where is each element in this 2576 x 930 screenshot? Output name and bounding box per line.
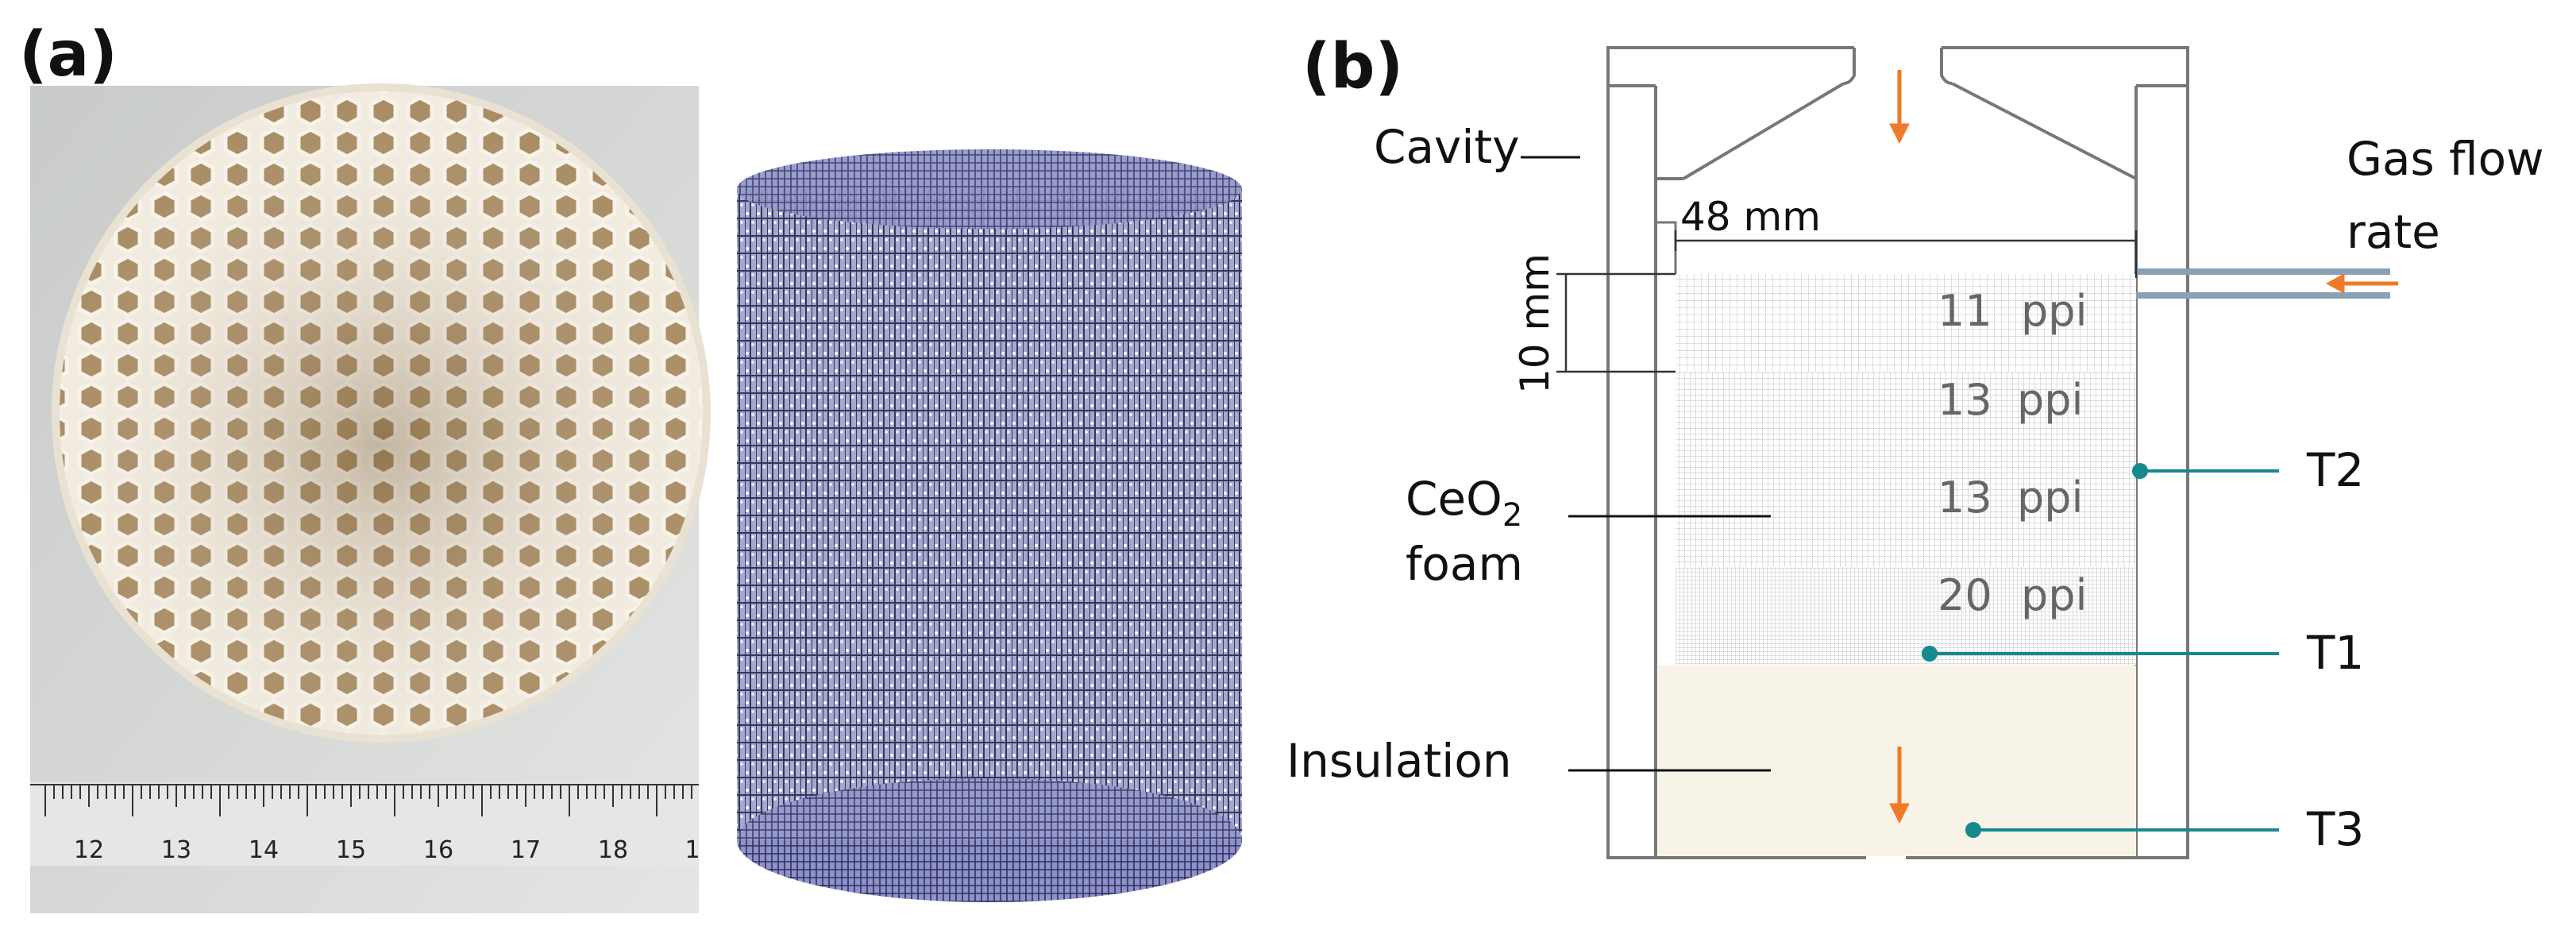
- thermocouple-label: T1: [2306, 626, 2364, 680]
- ppi-value: 11: [1938, 286, 1992, 336]
- width-dimension: [1674, 230, 2138, 278]
- inner-wall: [1656, 221, 1677, 274]
- gas-flow-label: Gas flow: [2347, 132, 2544, 186]
- thermocouple-label: T2: [2306, 443, 2364, 497]
- ppi-unit: ppi: [2021, 286, 2088, 336]
- ppi-label-layer-4: 20 ppi: [1938, 570, 2088, 620]
- ppi-label-layer-3: 13 ppi: [1938, 473, 2084, 523]
- ppi-value: 20: [1938, 570, 1992, 620]
- foam-layers: [1676, 274, 2136, 665]
- flow-arrow-top: [1889, 70, 1910, 145]
- cavity-label: Cavity: [1374, 120, 1520, 174]
- mesh-cylinder-render: [737, 149, 1242, 902]
- flow-arrow-gas: [2325, 273, 2398, 294]
- foam-layer-13ppi-a: [1676, 372, 2136, 469]
- height-dimension: [1556, 272, 1676, 373]
- foam-layer-13ppi-b: [1676, 469, 2136, 567]
- thermocouple-t1: T1: [1922, 626, 2364, 680]
- insulation-block: [1658, 666, 2136, 856]
- foam-layer-20ppi: [1676, 567, 2136, 665]
- ppi-unit: ppi: [2021, 570, 2088, 620]
- ruler-label: 17: [511, 836, 541, 864]
- ruler-label: 14: [249, 836, 279, 864]
- ruler: 12 13 14 15 16 17 18 1: [30, 782, 700, 866]
- panel-a-label: (a): [19, 19, 118, 91]
- ruler-label: 16: [423, 836, 453, 864]
- width-label: 48 mm: [1680, 194, 1821, 240]
- foam-label: foam: [1406, 537, 1523, 591]
- gas-inlet-pipe: [2136, 268, 2390, 299]
- thermocouple-label: T3: [2306, 802, 2364, 856]
- thermocouple-t2: T2: [2132, 443, 2364, 497]
- ppi-unit: ppi: [2017, 473, 2084, 523]
- gas-flow-label-line2: rate: [2347, 205, 2440, 259]
- insulation-label: Insulation: [1286, 734, 1512, 788]
- ruler-label: 1: [684, 836, 700, 864]
- ceo2-label: CeO2: [1406, 472, 1522, 534]
- ruler-label: 12: [74, 836, 104, 864]
- ruler-label: 13: [161, 836, 191, 864]
- flow-arrow-bottom: [1889, 747, 1910, 824]
- ruler-label: 15: [336, 836, 366, 864]
- ppi-label-layer-1: 11 ppi: [1938, 286, 2088, 336]
- honeycomb-photo: [30, 83, 711, 913]
- ruler-label: 18: [598, 836, 628, 864]
- panel-b-label: (b): [1302, 31, 1403, 102]
- height-label: 10 mm: [1512, 253, 1558, 394]
- foam-layer-11ppi: [1676, 274, 2136, 372]
- ppi-value: 13: [1938, 375, 1992, 425]
- ppi-unit: ppi: [2017, 375, 2084, 425]
- ppi-label-layer-2: 13 ppi: [1938, 375, 2084, 425]
- ppi-value: 13: [1938, 473, 1992, 523]
- thermocouple-t3: T3: [1965, 802, 2364, 856]
